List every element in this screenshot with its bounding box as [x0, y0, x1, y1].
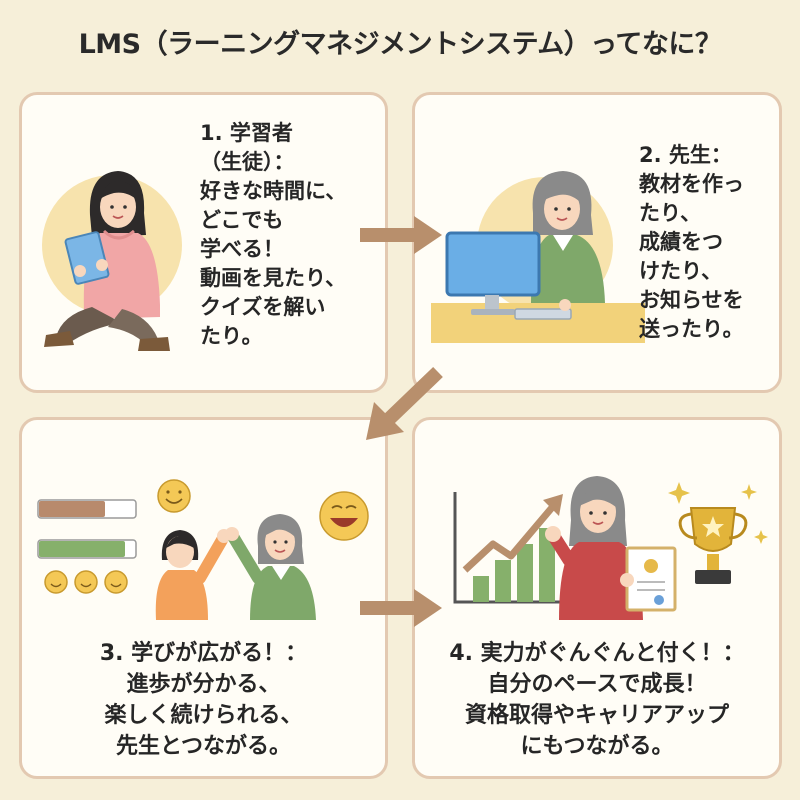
card-text-teacher: 2. 先生： 教材を作っ たり、 成績をつ けたり、 お知らせを 送ったり。 [639, 141, 779, 344]
card-skills-grow: 4. 実力がぐんぐんと付く！： 自分のペースで成長！ 資格取得やキャリアアップ … [412, 417, 782, 779]
card-text-learning-expands: 3. 学びが広がる！： 進歩が分かる、 楽しく続けられる、 先生とつながる。 [22, 638, 385, 762]
card-learning-expands: 3. 学びが広がる！： 進歩が分かる、 楽しく続けられる、 先生とつながる。 [19, 417, 388, 779]
student-with-tablet-illustration [42, 171, 182, 351]
card-heading: 4. 実力がぐんぐんと付く！： [449, 641, 745, 666]
arrow-right-icon [360, 589, 442, 627]
growth-chart-trophy-illustration [453, 476, 768, 620]
arrow-down-left-icon [366, 366, 443, 440]
card-teacher: 2. 先生： 教材を作っ たり、 成績をつ けたり、 お知らせを 送ったり。 [412, 92, 782, 393]
card-body: 自分のペースで成長！ 資格取得やキャリアアップ にもつながる。 [464, 672, 729, 759]
card-body: 好きな時間に、 どこでも 学べる！ 動画を見たり、 クイズを解い たり。 [200, 179, 347, 348]
card-text-skills-grow: 4. 実力がぐんぐんと付く！： 自分のペースで成長！ 資格取得やキャリアアップ … [415, 638, 779, 762]
arrow-right-icon [360, 216, 442, 254]
card-body: 進歩が分かる、 楽しく続けられる、 先生とつながる。 [104, 672, 303, 759]
card-text-learner: 1. 学習者 （生徒）： 好きな時間に、 どこでも 学べる！ 動画を見たり、 ク… [200, 119, 385, 351]
card-heading: 1. 学習者 （生徒）： [200, 121, 295, 174]
card-learner: 1. 学習者 （生徒）： 好きな時間に、 どこでも 学べる！ 動画を見たり、 ク… [19, 92, 388, 393]
card-heading: 3. 学びが広がる！： [99, 641, 308, 666]
teacher-at-computer-illustration [431, 171, 645, 343]
card-body: 教材を作っ たり、 成績をつ けたり、 お知らせを 送ったり。 [639, 172, 744, 341]
card-heading: 2. 先生： [639, 143, 732, 167]
page-title: LMS（ラーニングマネジメントシステム）ってなに？ [78, 29, 722, 60]
progress-bars [37, 499, 137, 559]
high-five-progress-illustration [37, 479, 369, 620]
